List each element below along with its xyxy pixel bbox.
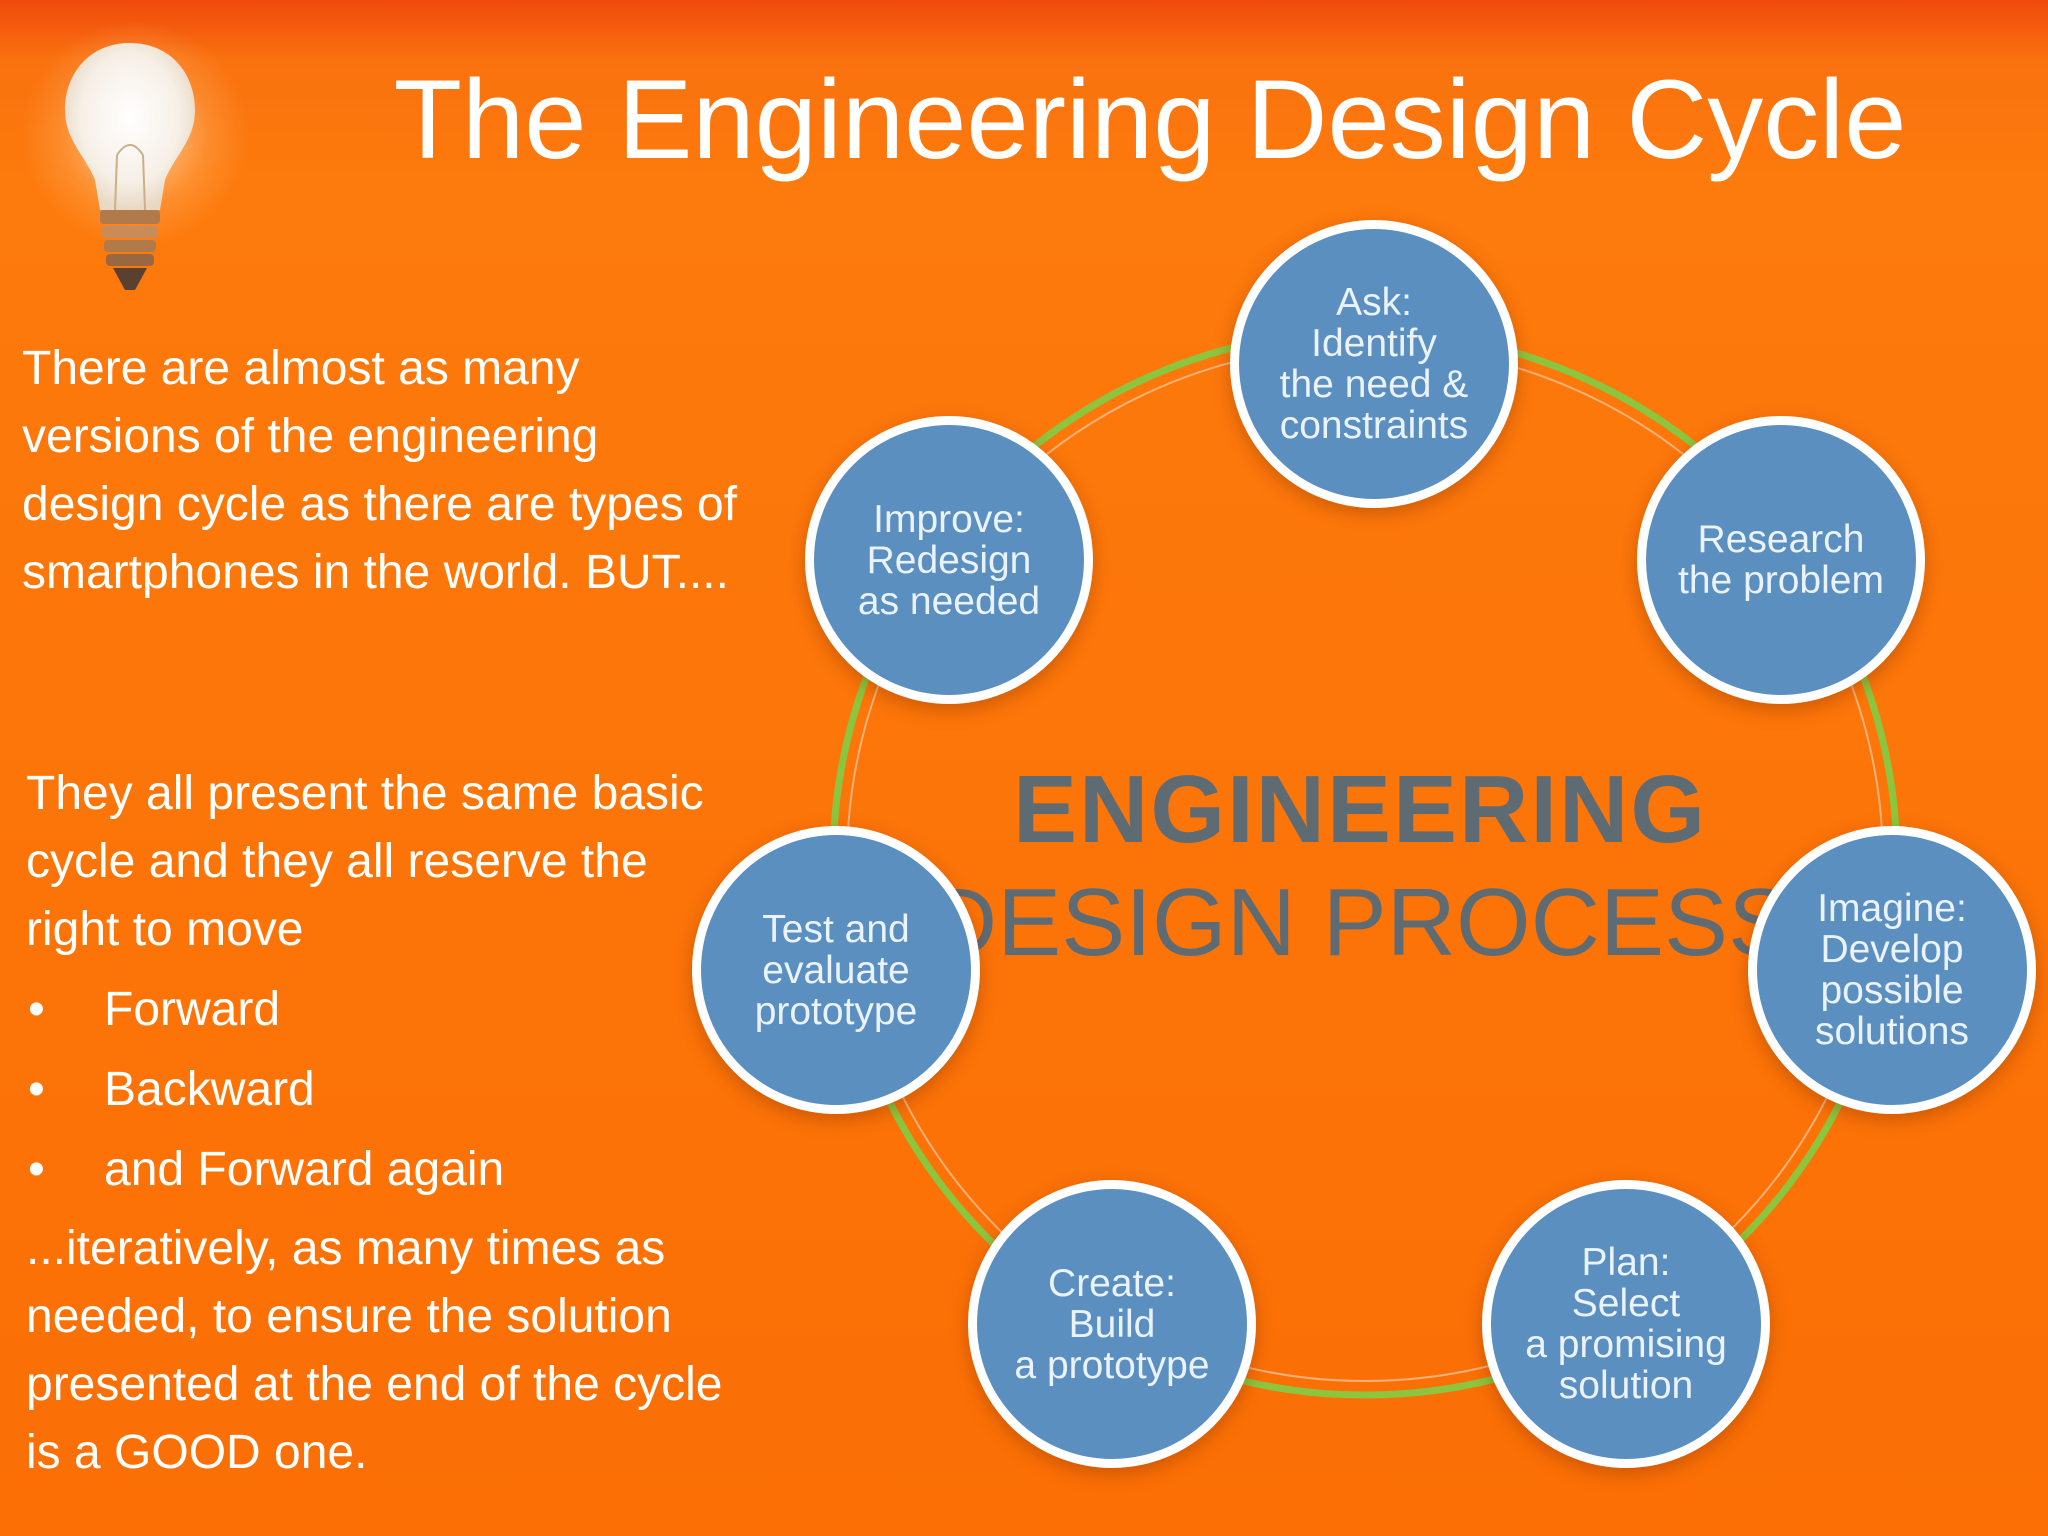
bullet-marker: • [28, 1143, 45, 1196]
step-imagine: Imagine: Develop possible solutions [1748, 826, 2036, 1114]
center-title: ENGINEERING [1012, 756, 1708, 863]
lightbulb-icon [65, 43, 195, 290]
step-label: Ask: Identify the need & constraints [1279, 281, 1469, 447]
step-label: Imagine: Develop possible solutions [1815, 887, 1969, 1053]
list-item: • and Forward again [26, 1130, 504, 1210]
conclusion-paragraph: ...iteratively, as many times as needed,… [26, 1222, 723, 1479]
step-create: Create: Build a prototype [968, 1180, 1256, 1468]
bullet-text: Backward [104, 1063, 315, 1116]
bullet-marker: • [28, 983, 45, 1036]
center-subtitle: DESIGN PROCESS [927, 869, 1793, 976]
step-label: Improve: Redesign as needed [857, 497, 1041, 623]
step-improve: Improve: Redesign as needed [805, 416, 1093, 704]
direction-list: • Forward • Backward • and Forward again [26, 970, 504, 1210]
step-label: Research the problem [1678, 518, 1884, 602]
list-item: • Forward [26, 970, 504, 1050]
intro-paragraph: There are almost as many versions of the… [22, 342, 738, 599]
body-paragraph: They all present the same basic cycle an… [26, 767, 704, 956]
step-ask: Ask: Identify the need & constraints [1230, 220, 1518, 508]
step-label: Test and evaluate prototype [754, 907, 918, 1033]
bullet-text: Forward [104, 983, 281, 1036]
slide-title: The Engineering Design Cycle [393, 57, 1907, 182]
design-process-diagram: ENGINEERING DESIGN PROCESS Ask: Identify… [680, 200, 2040, 1480]
step-label: Plan: Select a promising solution [1525, 1241, 1727, 1407]
step-plan: Plan: Select a promising solution [1482, 1180, 1770, 1468]
bullet-text: and Forward again [104, 1143, 505, 1196]
step-research: Research the problem [1637, 416, 1925, 704]
step-label: Create: Build a prototype [1014, 1261, 1210, 1387]
bullet-marker: • [28, 1063, 45, 1116]
step-test: Test and evaluate prototype [692, 826, 980, 1114]
list-item: • Backward [26, 1050, 504, 1130]
